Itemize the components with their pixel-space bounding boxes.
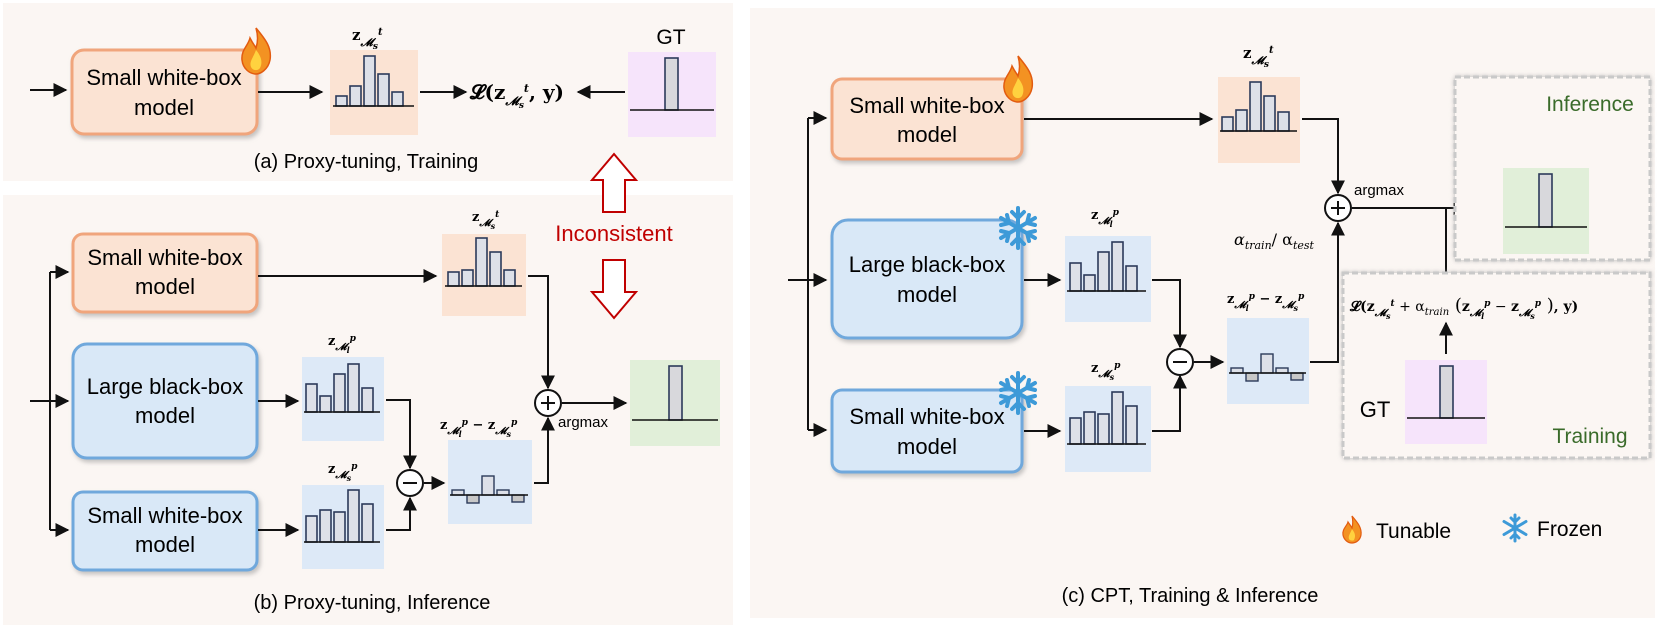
panel-c-top-model-label-2: model [897, 122, 957, 147]
panel-b-mid-logit-label: z𝓜lp [328, 334, 357, 355]
legend-frozen-label: Frozen [1537, 518, 1602, 541]
panel-b-mid-model-label-1: Large black-box [87, 374, 244, 399]
panel-b-top-model-label-2: model [135, 274, 195, 299]
panel-c-bot-model-box [830, 388, 1024, 474]
panel-b-bot-model-box [71, 490, 259, 572]
panel-a-gt-label: GT [656, 26, 685, 49]
fire-icon [1003, 55, 1034, 103]
panel-c-argmax-label: argmax [1354, 182, 1405, 199]
panel-b-mid-model-box [71, 342, 259, 460]
panel-a-model-label-2: model [134, 95, 194, 120]
panel-c-mid-model-label-2: model [897, 282, 957, 307]
inference-label: Inference [1546, 93, 1634, 116]
training-label: Training [1552, 425, 1627, 448]
panel-b-mid-model-label-2: model [135, 403, 195, 428]
panel-b-bot-model-label-2: model [135, 532, 195, 557]
panel-a: Small white-box model z𝓜st 𝓛(z𝓜st, y) GT… [30, 26, 716, 173]
inconsistent-arrow [589, 152, 639, 320]
panel-a-small-model-box [70, 48, 259, 136]
panel-c-caption: (c) CPT, Training & Inference [1062, 585, 1319, 607]
panel-c-top-model-label-1: Small white-box [849, 93, 1004, 118]
panel-b-caption: (b) Proxy-tuning, Inference [254, 592, 491, 614]
panel-a-model-label-1: Small white-box [86, 65, 241, 90]
panel-c-bot-model-label-1: Small white-box [849, 404, 1004, 429]
panel-c-mid-model-label-1: Large black-box [849, 252, 1006, 277]
panel-b-top-model-box [71, 232, 259, 314]
snowflake-icon [999, 371, 1037, 415]
inconsistent-label: Inconsistent [555, 221, 672, 246]
fire-icon [241, 27, 272, 75]
panel-c: Small white-box model Large black-box mo… [788, 44, 1652, 607]
panel-b-top-model-label-1: Small white-box [87, 245, 242, 270]
panel-c-bot-model-label-2: model [897, 434, 957, 459]
panel-a-logit-bars [335, 55, 404, 107]
fire-icon [1342, 515, 1362, 544]
panel-c-gt-label: GT [1360, 397, 1391, 422]
panel-b-argmax-label: argmax [558, 414, 609, 431]
panel-b-bot-model-label-1: Small white-box [87, 503, 242, 528]
panel-b: Small white-box model Large black-box mo… [30, 210, 720, 614]
snowflake-icon [999, 206, 1037, 250]
panel-c-mid-model-box [830, 218, 1024, 340]
training-box [1341, 271, 1652, 460]
panel-c-top-model-box [830, 77, 1024, 161]
panel-c-mid-logit-label: z𝓜lp [1091, 208, 1120, 229]
panel-a-caption: (a) Proxy-tuning, Training [254, 151, 479, 173]
snowflake-icon [1502, 513, 1528, 543]
legend-tunable-label: Tunable [1376, 520, 1451, 543]
